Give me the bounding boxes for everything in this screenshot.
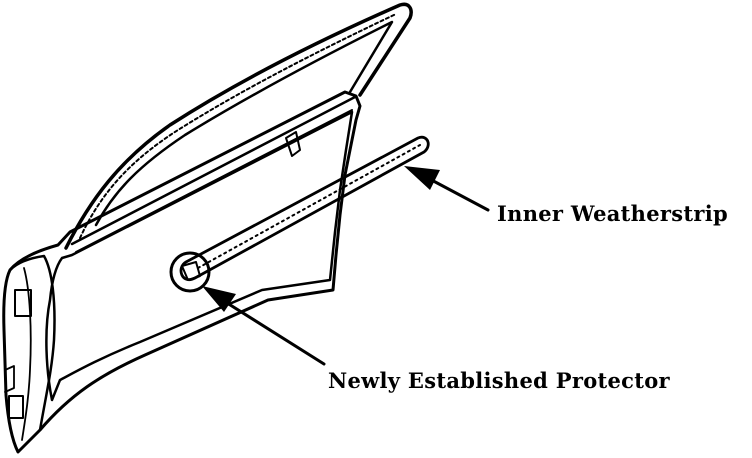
lower-hinge-plate <box>4 365 15 393</box>
belt-line-strip <box>70 95 357 246</box>
door-front-edge <box>8 254 56 432</box>
label-inner-weatherstrip: Inner Weatherstrip <box>497 201 728 226</box>
belt-clip <box>285 131 301 157</box>
arrow-inner-weatherstrip-head <box>404 166 440 190</box>
upper-hinge <box>14 289 32 317</box>
protector-end <box>181 261 201 281</box>
window-frame-outer <box>64 2 413 250</box>
lower-hinge <box>8 395 24 419</box>
protector-circle <box>169 251 211 293</box>
window-frame-inner <box>94 20 394 227</box>
arrow-protector-shaft <box>214 294 326 366</box>
door-outer-outline <box>2 90 362 454</box>
arrow-protector-head <box>202 286 236 312</box>
label-newly-established-protector: Newly Established Protector <box>328 368 671 393</box>
window-frame-seam <box>79 13 397 239</box>
belt-line-strip-lower <box>75 109 353 253</box>
inner-weatherstrip-bar <box>179 135 430 281</box>
arrow-inner-weatherstrip-shaft <box>422 174 490 212</box>
inner-weatherstrip-texture <box>197 144 421 269</box>
